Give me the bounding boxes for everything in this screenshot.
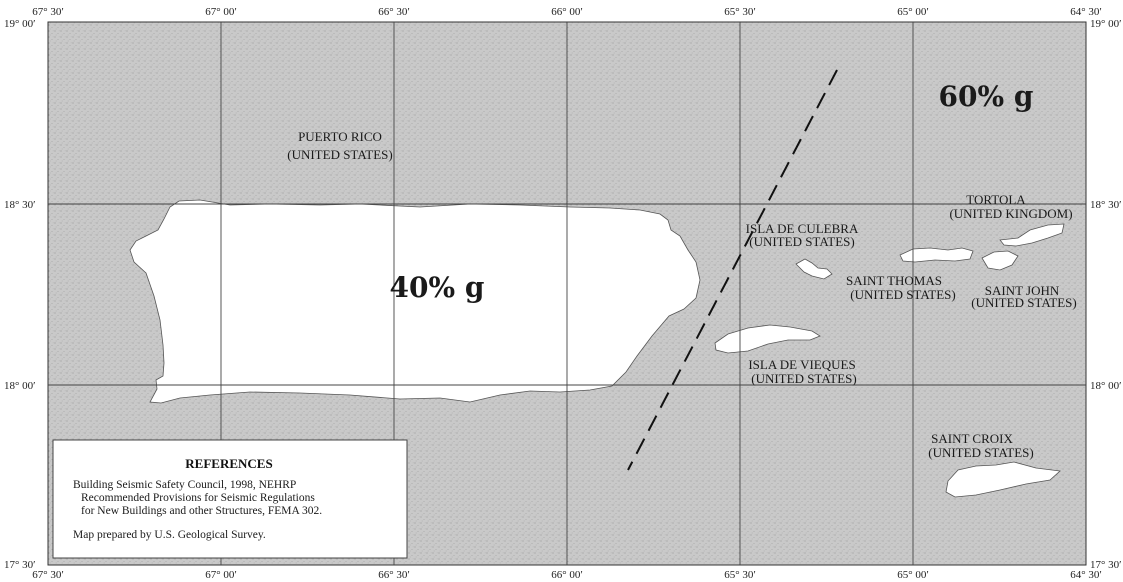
place-labels: PUERTO RICO (UNITED STATES) ISLA DE CULE…: [287, 129, 1076, 460]
zone-label-east: 60% g: [939, 80, 1034, 113]
culebra-island: [795, 258, 833, 280]
label-culebra-country: (UNITED STATES): [749, 234, 854, 249]
left-lat-label: 19° 00′: [4, 18, 36, 30]
left-latitude-labels: 19° 00′ 18° 30′ 18° 00′ 17° 30′: [4, 18, 36, 571]
references-line-1: Building Seismic Safety Council, 1998, N…: [73, 479, 296, 491]
bottom-lon-label: 66° 00′: [551, 569, 583, 581]
right-lat-label: 18° 30′: [1090, 199, 1122, 211]
label-tortola-country: (UNITED KINGDOM): [949, 206, 1072, 221]
bottom-lon-label: 66° 30′: [378, 569, 410, 581]
label-vieques-name: ISLA DE VIEQUES: [748, 357, 855, 372]
top-lon-label: 67° 30′: [32, 6, 64, 18]
references-panel: [52, 439, 408, 559]
references-line-3: for New Buildings and other Structures, …: [81, 505, 322, 517]
label-saint-thomas-name: SAINT THOMAS: [846, 273, 942, 288]
left-lat-label: 18° 00′: [4, 380, 36, 392]
top-longitude-labels: 67° 30′ 67° 00′ 66° 30′ 66° 00′ 65° 30′ …: [32, 6, 1102, 18]
saint-john-island: [981, 250, 1019, 271]
bottom-lon-label: 67° 00′: [205, 569, 237, 581]
references-title: REFERENCES: [185, 456, 272, 471]
zone-boundary-line: [627, 69, 838, 471]
references-box: REFERENCES Building Seismic Safety Counc…: [52, 439, 408, 559]
tortola-island: [999, 223, 1065, 247]
label-puerto-rico-name: PUERTO RICO: [298, 129, 382, 144]
references-line-2: Recommended Provisions for Seismic Regul…: [81, 492, 315, 504]
saint-thomas-island: [899, 247, 974, 263]
label-saint-croix-country: (UNITED STATES): [928, 445, 1033, 460]
label-culebra-name: ISLA DE CULEBRA: [746, 221, 859, 236]
label-vieques-country: (UNITED STATES): [751, 371, 856, 386]
right-latitude-labels: 19° 00′ 18° 30′ 18° 00′ 17° 30′: [1090, 18, 1122, 571]
bottom-lon-label: 65° 00′: [897, 569, 929, 581]
right-lat-label: 18° 00′: [1090, 380, 1122, 392]
bottom-longitude-labels: 67° 30′ 67° 00′ 66° 30′ 66° 00′ 65° 30′ …: [32, 569, 1102, 581]
label-puerto-rico-country: (UNITED STATES): [287, 147, 392, 162]
bottom-lon-label: 64° 30′: [1070, 569, 1102, 581]
top-lon-label: 67° 00′: [205, 6, 237, 18]
top-lon-label: 65° 30′: [724, 6, 756, 18]
zone-label-west: 40% g: [390, 271, 485, 304]
saint-croix-island: [945, 461, 1061, 498]
label-saint-john-name: SAINT JOHN: [985, 283, 1060, 298]
top-lon-label: 66° 00′: [551, 6, 583, 18]
bottom-lon-label: 65° 30′: [724, 569, 756, 581]
references-credit: Map prepared by U.S. Geological Survey.: [73, 529, 266, 541]
right-lat-label: 19° 00′: [1090, 18, 1122, 30]
top-lon-label: 65° 00′: [897, 6, 929, 18]
label-tortola-name: TORTOLA: [966, 192, 1026, 207]
vieques-island: [714, 324, 821, 354]
top-lon-label: 64° 30′: [1070, 6, 1102, 18]
left-lat-label: 18° 30′: [4, 199, 36, 211]
top-lon-label: 66° 30′: [378, 6, 410, 18]
label-saint-croix-name: SAINT CROIX: [931, 431, 1013, 446]
bottom-lon-label: 67° 30′: [32, 569, 64, 581]
label-saint-thomas-country: (UNITED STATES): [850, 287, 955, 302]
label-saint-john-country: (UNITED STATES): [971, 295, 1076, 310]
right-lat-label: 17° 30′: [1090, 559, 1122, 571]
left-lat-label: 17° 30′: [4, 559, 36, 571]
